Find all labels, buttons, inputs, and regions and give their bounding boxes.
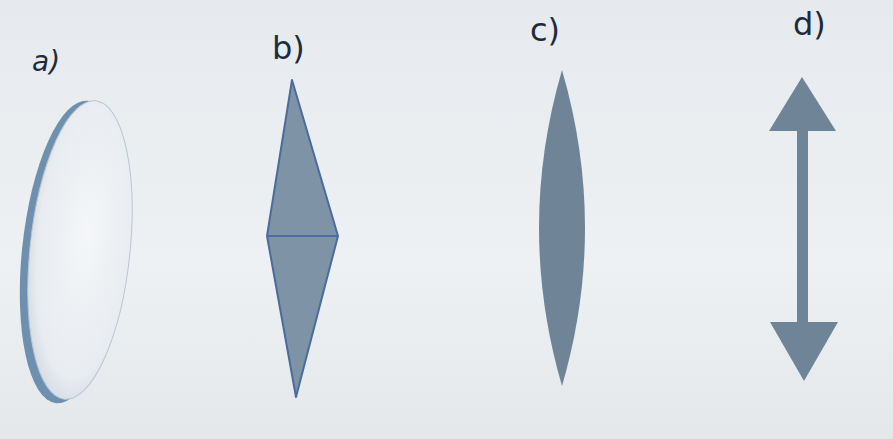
lens-symbol xyxy=(769,77,838,381)
panel-label: b) xyxy=(272,32,305,64)
lens-diamond xyxy=(267,80,338,397)
panel-label: d) xyxy=(793,8,826,40)
panel-label: a) xyxy=(32,48,60,76)
lens-biconvex xyxy=(539,70,585,386)
panel-label: c) xyxy=(530,14,560,46)
lens-3d xyxy=(6,96,145,409)
